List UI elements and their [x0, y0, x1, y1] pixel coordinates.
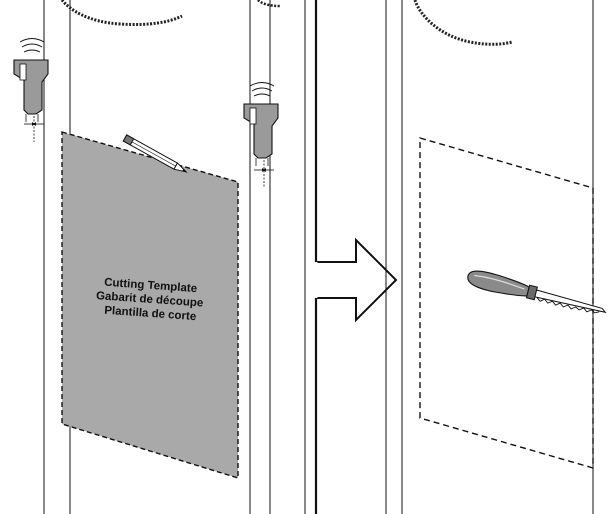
arrow-right-icon [314, 237, 398, 323]
cutting-template: Cutting Template Gabarit de découpe Plan… [61, 131, 239, 479]
svg-text:Cutting Template Gabarit: Cutting Template Gabarit de découpe Plan… [95, 276, 208, 324]
cut-outline [419, 137, 594, 469]
stud-finder-icon-left [13, 38, 49, 142]
right-wall-panel [385, 0, 594, 514]
drywall-saw-icon [467, 270, 607, 314]
insulation-texture [60, 0, 513, 46]
pencil-icon [122, 134, 188, 173]
stud-finder-icon-right [243, 82, 279, 188]
